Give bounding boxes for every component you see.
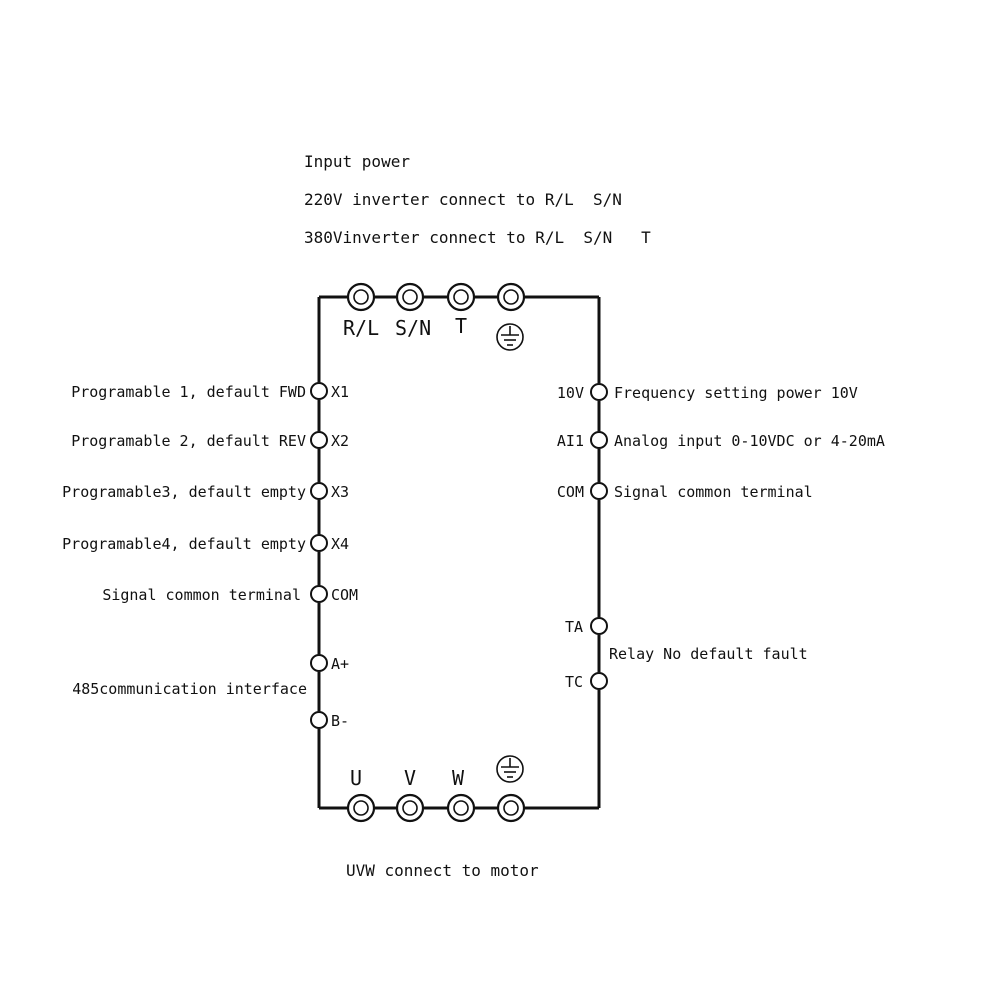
terminal-circle-icon bbox=[590, 482, 608, 500]
pin-label: TA bbox=[565, 618, 583, 636]
left-terminal-x3: X3 Programable3, default empty bbox=[62, 482, 349, 501]
pin-label: 10V bbox=[557, 384, 584, 402]
pin-description: Frequency setting power 10V bbox=[614, 384, 858, 402]
ground-icon bbox=[496, 323, 524, 351]
terminal-circle-icon bbox=[310, 585, 328, 603]
right-terminal-tc: TC bbox=[565, 672, 608, 691]
pin-label: COM bbox=[331, 586, 358, 604]
pin-label: X1 bbox=[331, 383, 349, 401]
top-terminals bbox=[346, 282, 526, 312]
screw-terminal-icon bbox=[346, 793, 376, 823]
screw-terminal-icon bbox=[446, 793, 476, 823]
comm-interface-label: 485communication interface bbox=[72, 680, 307, 698]
right-terminal-ta: TA bbox=[565, 617, 608, 636]
input-power-title: Input power bbox=[304, 152, 410, 171]
terminal-circle-icon bbox=[590, 431, 608, 449]
left-terminal-a-plus: A+ bbox=[310, 654, 349, 673]
terminal-circle-icon bbox=[310, 382, 328, 400]
right-terminal-com: COM Signal common terminal bbox=[557, 482, 813, 501]
left-terminal-b-minus: B- bbox=[310, 711, 349, 730]
screw-terminal-icon bbox=[496, 282, 526, 312]
terminal-label-u: U bbox=[350, 766, 362, 790]
terminal-circle-icon bbox=[310, 654, 328, 672]
right-terminal-ai1: AI1 Analog input 0-10VDC or 4-20mA bbox=[557, 431, 885, 450]
wiring-lines bbox=[317, 295, 601, 810]
pin-description: Programable 1, default FWD bbox=[71, 383, 306, 401]
motor-connect-note: UVW connect to motor bbox=[346, 861, 539, 880]
terminal-circle-icon bbox=[590, 383, 608, 401]
pin-label: A+ bbox=[331, 655, 349, 673]
pin-label: AI1 bbox=[557, 432, 584, 450]
pin-description: Analog input 0-10VDC or 4-20mA bbox=[614, 432, 885, 450]
terminal-label-t: T bbox=[455, 314, 467, 338]
terminal-circle-icon bbox=[310, 711, 328, 729]
pin-label: B- bbox=[331, 712, 349, 730]
input-380v-note: 380Vinverter connect to R/L S/N T bbox=[304, 228, 651, 247]
pin-description: Programable 2, default REV bbox=[71, 432, 306, 450]
input-220v-note: 220V inverter connect to R/L S/N bbox=[304, 190, 622, 209]
pin-description: Programable3, default empty bbox=[62, 483, 306, 501]
terminal-label-rl: R/L bbox=[343, 316, 379, 340]
pin-label: X4 bbox=[331, 535, 349, 553]
relay-label: Relay No default fault bbox=[609, 645, 808, 663]
bottom-terminals bbox=[346, 793, 526, 823]
pin-description: Signal common terminal bbox=[614, 483, 813, 501]
pin-label: X3 bbox=[331, 483, 349, 501]
left-terminal-x2: X2 Programable 2, default REV bbox=[71, 431, 349, 450]
left-terminal-x4: X4 Programable4, default empty bbox=[62, 534, 349, 553]
right-terminal-10v: 10V Frequency setting power 10V bbox=[557, 383, 858, 402]
terminal-label-sn: S/N bbox=[395, 316, 431, 340]
pin-description: Programable4, default empty bbox=[62, 535, 306, 553]
terminal-label-v: V bbox=[404, 766, 416, 790]
terminal-circle-icon bbox=[310, 431, 328, 449]
pin-description: Signal common terminal bbox=[102, 586, 301, 604]
screw-terminal-icon bbox=[496, 793, 526, 823]
left-terminal-x1: X1 Programable 1, default FWD bbox=[71, 382, 349, 401]
screw-terminal-icon bbox=[346, 282, 376, 312]
terminal-circle-icon bbox=[590, 672, 608, 690]
ground-icon bbox=[496, 755, 524, 783]
terminal-circle-icon bbox=[590, 617, 608, 635]
pin-label: COM bbox=[557, 483, 584, 501]
terminal-circle-icon bbox=[310, 534, 328, 552]
screw-terminal-icon bbox=[395, 282, 425, 312]
terminal-label-w: W bbox=[452, 766, 465, 790]
screw-terminal-icon bbox=[395, 793, 425, 823]
terminal-circle-icon bbox=[310, 482, 328, 500]
left-terminal-com: COM Signal common terminal bbox=[102, 585, 358, 604]
pin-label: X2 bbox=[331, 432, 349, 450]
screw-terminal-icon bbox=[446, 282, 476, 312]
pin-label: TC bbox=[565, 673, 583, 691]
